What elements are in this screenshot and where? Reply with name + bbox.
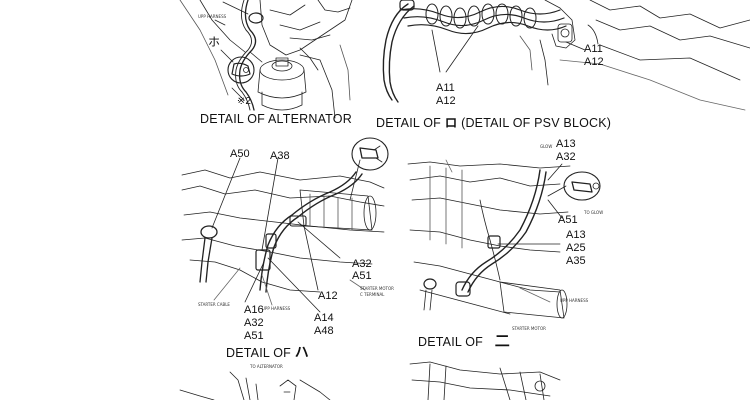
label-a32-ni: A32	[556, 151, 576, 163]
label-a51-ni: A51	[558, 214, 578, 226]
caption-psv-block: DETAIL OF ロ (DETAIL OF PSV BLOCK)	[376, 112, 611, 131]
note-reference: ※2	[237, 96, 251, 107]
label-a32: A32	[352, 258, 372, 270]
caption-detail-ni: DETAIL OF 二	[418, 330, 510, 351]
upp-harness-note-ha: UPP HARNESS	[262, 306, 291, 311]
starter-cable-note: STARTER CABLE	[198, 302, 230, 307]
glow-note: GLOW	[540, 144, 553, 149]
label-a16: A16	[244, 304, 264, 316]
caption-psv-mark: ロ	[444, 115, 458, 130]
label-a32-b: A32	[244, 317, 264, 329]
label-a13-b: A13	[566, 229, 586, 241]
caption-psv-suffix: (DETAIL OF PSV BLOCK)	[461, 116, 612, 130]
label-a51-b: A51	[244, 330, 264, 342]
terminal-note: C TERMINAL	[360, 292, 385, 297]
caption-ha-mark: ハ	[294, 345, 309, 361]
caption-ha-prefix: DETAIL OF	[226, 346, 292, 360]
caption-ni-mark: 二	[494, 332, 510, 350]
label-a25: A25	[566, 242, 586, 254]
label-a13: A13	[556, 138, 576, 150]
starter-motor-note: STARTER MOTOR	[360, 286, 394, 291]
label-a14: A14	[314, 312, 334, 324]
upp-harness-note: UPP HARNESS	[198, 14, 227, 19]
label-a11-right: A11	[584, 43, 603, 55]
glow-detail-drawing	[407, 159, 601, 319]
to-glow-note: TO GLOW	[584, 210, 604, 215]
upp-harness-note-ni: UPP HARNESS	[560, 298, 589, 303]
label-a11-center: A11	[436, 82, 455, 94]
label-a51: A51	[352, 270, 372, 282]
label-a48: A48	[314, 325, 334, 337]
label-a12: A12	[318, 290, 338, 302]
caption-alternator: DETAIL OF ALTERNATOR	[200, 112, 352, 126]
label-a35: A35	[566, 255, 586, 267]
detail-mark-ho: ホ	[208, 35, 221, 49]
bottom-left-drawing	[179, 371, 331, 400]
caption-detail-ha: DETAIL OF ハ	[226, 342, 309, 362]
label-a38: A38	[270, 150, 290, 162]
bottom-right-drawing	[409, 361, 561, 400]
caption-ni-prefix: DETAIL OF	[418, 335, 484, 349]
starter-motor-note-ni: STARTER MOTOR	[512, 326, 546, 331]
label-a50: A50	[230, 148, 250, 160]
alternator-drawing	[179, 0, 353, 119]
caption-psv-prefix: DETAIL OF	[376, 116, 442, 130]
label-a12-right: A12	[584, 56, 604, 68]
starter-detail-drawing	[181, 137, 389, 313]
label-a12-center: A12	[436, 95, 456, 107]
psv-block-drawing	[382, 0, 750, 111]
to-alternator-note: TO ALTERNATOR	[250, 364, 283, 369]
